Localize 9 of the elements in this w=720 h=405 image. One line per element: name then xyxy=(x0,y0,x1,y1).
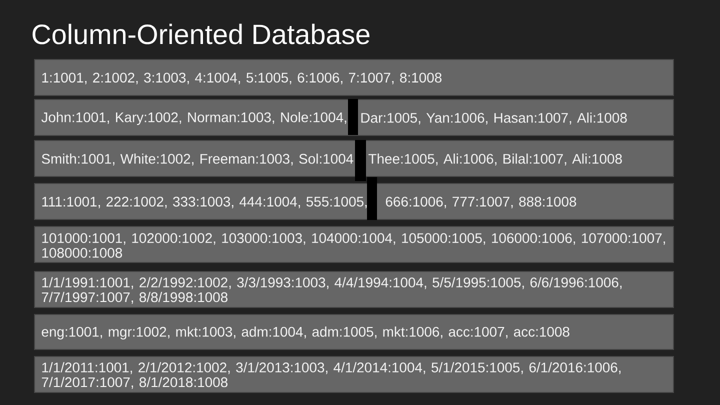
data-row: 111:1001, 222:1002, 333:1003, 444:1004, 555:1005, 666:1006, 777:1007, 888:1008 xyxy=(34,183,674,220)
data-row: 1/1/2011:1001, 2/1/2012:1002, 3/1/2013:1003, 4/1/2014:1004, 5/1/2015:1005, 6/1/2016:1006, 7/1/2017:1007, 8/1/2018:1008 xyxy=(34,356,674,393)
data-row: 1:1001, 2:1002, 3:1003, 4:1004, 5:1005, 6:1006, 7:1007, 8:1008 xyxy=(34,59,674,96)
data-row: eng:1001, mgr:1002, mkt:1003, adm:1004, adm:1005, mkt:1006, acc:1007, acc:1008 xyxy=(34,314,674,350)
data-row: Smith:1001, White:1002, Freeman:1003, Sol:1004 Thee:1005, Ali:1006, Bilal:1007, Ali:1008 xyxy=(34,140,674,177)
data-row: 1/1/1991:1001, 2/2/1992:1002, 3/3/1993:1003, 4/4/1994:1004, 5/5/1995:1005, 6/6/1996:1006, 7/7/1997:1007, 8/8/1998:1008 xyxy=(34,271,674,308)
slide-title: Column-Oriented Database xyxy=(32,24,370,44)
data-row: 101000:1001, 102000:1002, 103000:1003, 104000:1004, 105000:1005, 106000:1006, 107000:1007, 108000:1008 xyxy=(34,226,674,263)
data-row: John:1001, Kary:1002, Norman:1003, Nole:1004, Dar:1005, Yan:1006, Hasan:1007, Ali:1008 xyxy=(34,99,674,136)
